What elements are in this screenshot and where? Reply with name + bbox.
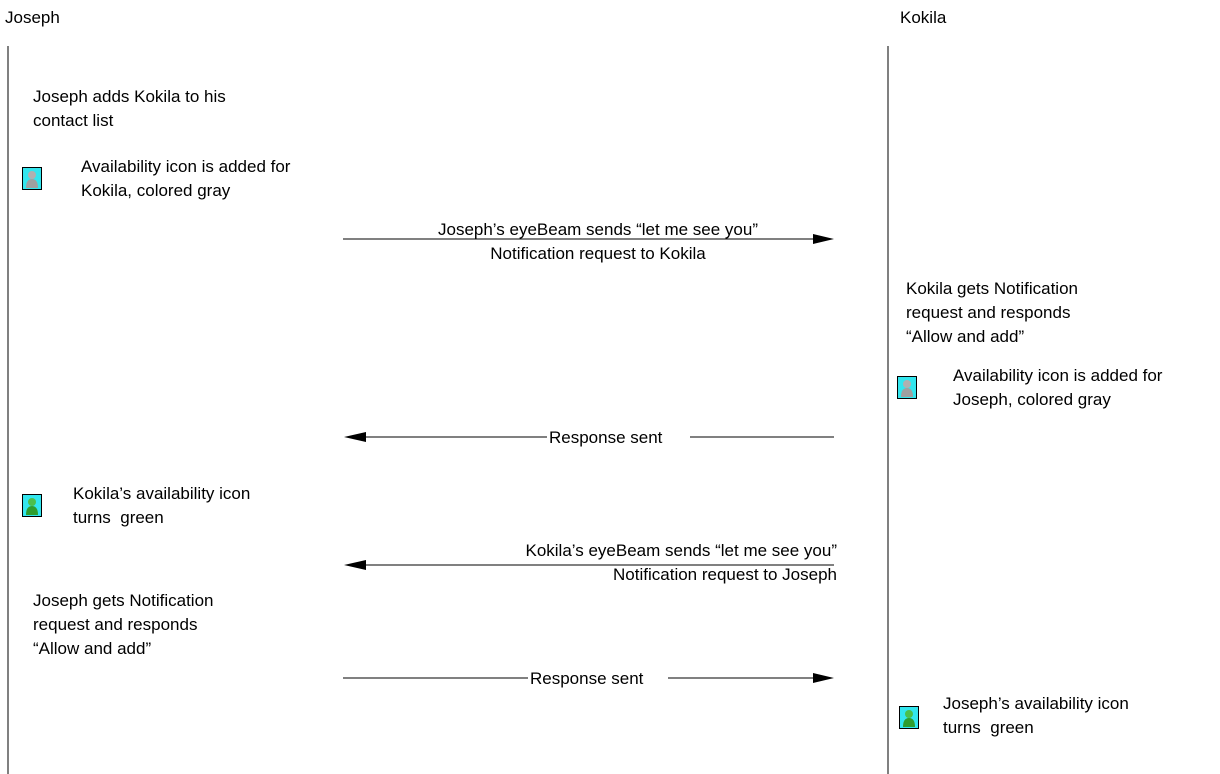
message-label-4: Response sent (530, 669, 644, 688)
message-label-1: Joseph’s eyeBeam sends “let me see you” … (437, 220, 759, 263)
step-kokila-gets-request: Kokila gets Notification request and res… (906, 279, 1078, 346)
step-kokila-icon-added: Availability icon is added for Joseph, c… (953, 366, 1163, 409)
message-arrowhead-1 (813, 234, 834, 244)
participant-kokila: Kokila (900, 8, 947, 27)
message-arrowhead-4 (813, 673, 834, 683)
availability-gray-icon (22, 167, 42, 190)
message-arrowhead-3 (344, 560, 366, 570)
availability-green-icon (22, 494, 42, 517)
step-kokila-icon-green: Kokila’s availability icon turns green (73, 484, 251, 527)
availability-gray-icon (897, 376, 917, 399)
step-joseph-adds-contact: Joseph adds Kokila to his contact list (33, 87, 226, 130)
message-label-2: Response sent (549, 428, 663, 447)
availability-green-icon (899, 706, 919, 729)
step-joseph-icon-green: Joseph’s availability icon turns green (943, 694, 1129, 737)
participant-joseph: Joseph (5, 8, 60, 27)
message-arrowhead-2 (344, 432, 366, 442)
step-joseph-icon-added: Availability icon is added for Kokila, c… (81, 157, 291, 200)
message-label-3: Kokila’s eyeBeam sends “let me see you” … (525, 541, 837, 584)
step-joseph-gets-request: Joseph gets Notification request and res… (33, 591, 214, 658)
